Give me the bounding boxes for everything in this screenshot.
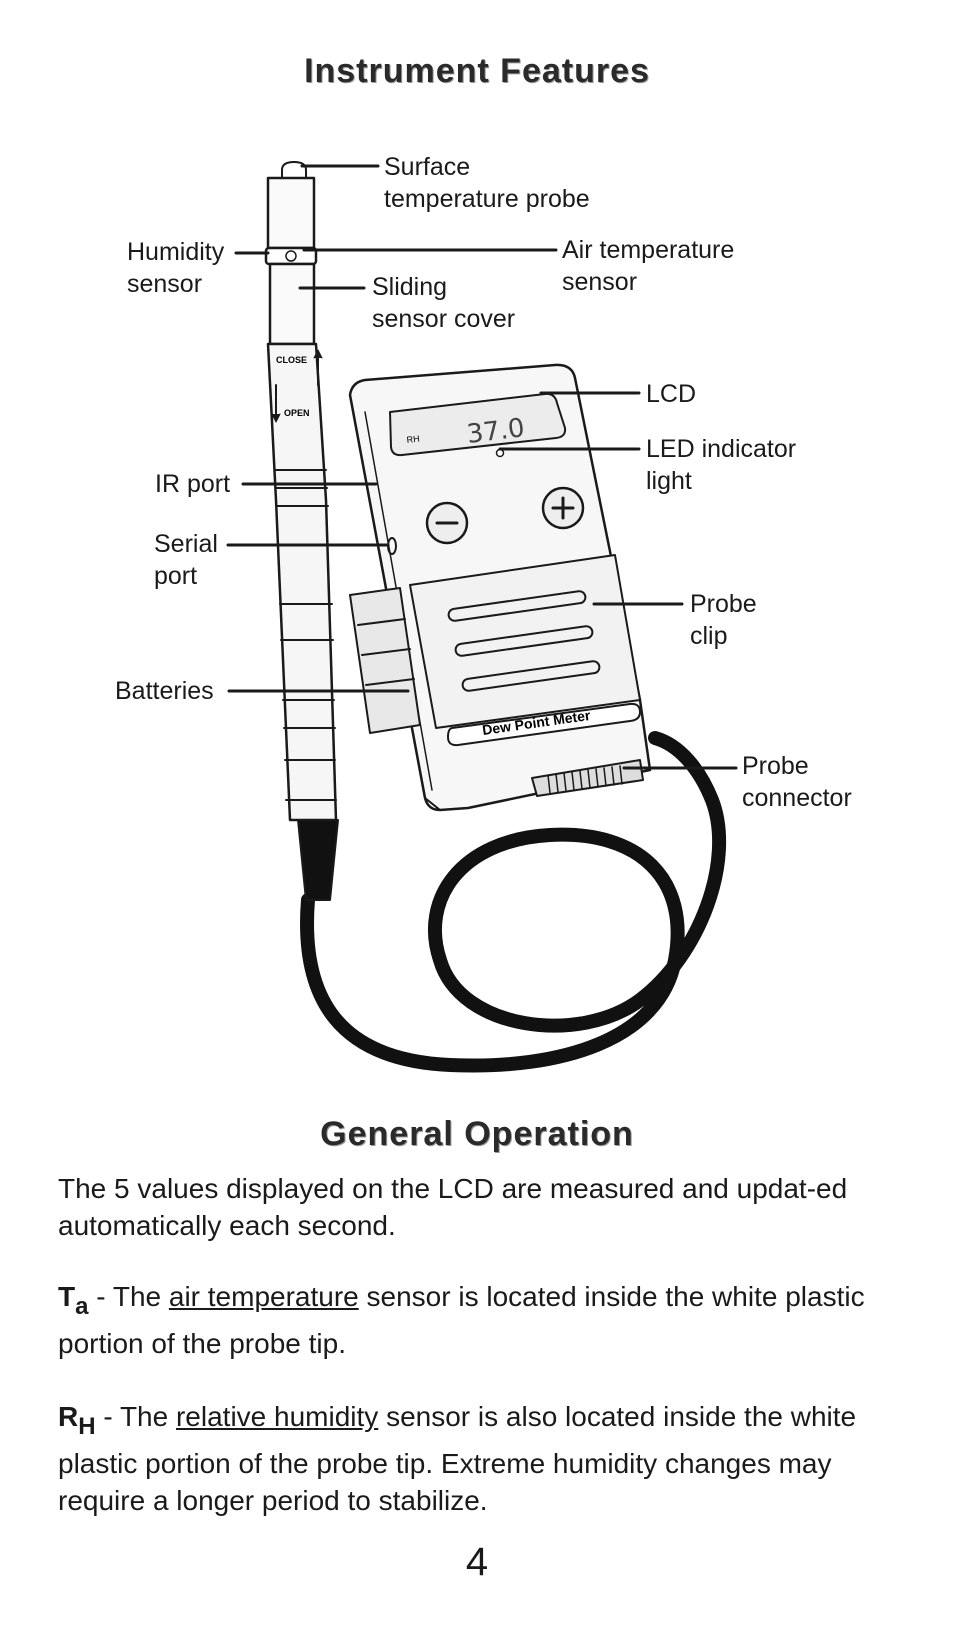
label-lcd: LCD	[646, 380, 696, 408]
probe-connector-port	[531, 759, 644, 797]
label-airtemp-line2: sensor	[562, 268, 637, 296]
probe-cable	[300, 731, 727, 1073]
label-humidity-line1: Humidity	[127, 238, 225, 266]
air-temperature-paragraph: Ta - The air temperature sensor is locat…	[58, 1281, 865, 1359]
instrument-diagram: CLOSE OPEN RH 37.0 Dew Point Meter Surfa…	[115, 153, 852, 1073]
label-serial-line2: port	[154, 562, 197, 590]
rh-symbol: RH	[58, 1401, 96, 1440]
label-batteries: Batteries	[115, 677, 214, 705]
label-connector-line2: connector	[742, 784, 852, 812]
label-sliding-line1: Sliding	[372, 273, 447, 301]
page-number: 4	[465, 1540, 489, 1584]
air-temperature-term: air temperature	[168, 1281, 359, 1312]
label-airtemp-line1: Air temperature	[562, 236, 734, 264]
probe-close-mark: CLOSE	[276, 355, 307, 365]
name-plate	[447, 702, 641, 747]
lcd-rh-label: RH	[406, 433, 420, 445]
probe-strain-relief	[297, 819, 339, 901]
general-operation-title: General Operation	[320, 1115, 634, 1153]
instrument-features-title: Instrument Features	[304, 52, 650, 90]
label-led-line2: light	[646, 467, 692, 495]
probe-tip-cap	[281, 161, 307, 179]
ta-symbol: Ta	[58, 1281, 89, 1320]
label-led-line1: LED indicator	[646, 435, 796, 463]
probe-open-mark: OPEN	[284, 408, 310, 418]
label-ir-port: IR port	[155, 470, 230, 498]
probe-clip	[409, 554, 641, 729]
label-clip-line1: Probe	[690, 590, 757, 618]
label-sliding-line2: sensor cover	[372, 305, 515, 333]
label-humidity-line2: sensor	[127, 270, 202, 298]
lcd-reading: 37.0	[465, 413, 526, 450]
surface-probe-tip	[266, 176, 316, 250]
label-clip-line2: clip	[690, 622, 728, 650]
label-connector-line1: Probe	[742, 752, 809, 780]
relative-humidity-paragraph: RH - The relative humidity sensor is als…	[58, 1401, 857, 1516]
lcd-screen	[389, 392, 567, 457]
relative-humidity-term: relative humidity	[175, 1401, 379, 1432]
sliding-sensor-cover	[268, 262, 316, 346]
led-light	[495, 448, 505, 458]
label-surface-line2: temperature probe	[384, 185, 590, 213]
label-surface-line1: Surface	[384, 153, 470, 181]
intro-paragraph: The 5 values displayed on the LCD are me…	[58, 1173, 848, 1241]
label-serial-line1: Serial	[154, 530, 218, 558]
